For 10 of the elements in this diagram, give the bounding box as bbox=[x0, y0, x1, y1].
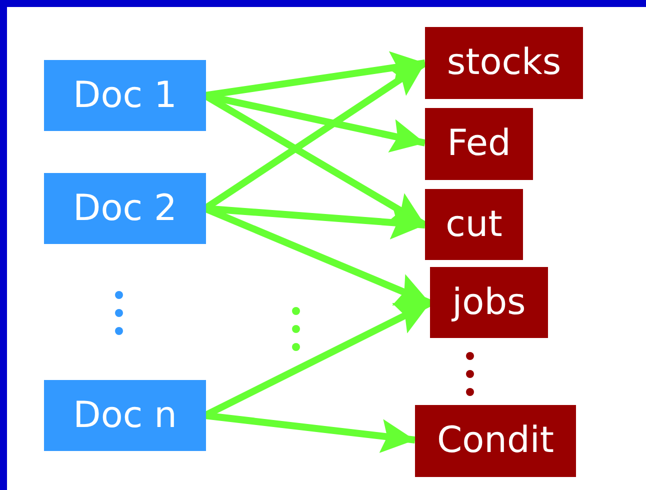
term-box: Condit bbox=[415, 405, 576, 477]
term-box: stocks bbox=[425, 27, 583, 99]
document-box: Doc n bbox=[44, 380, 206, 451]
document-box: Doc 1 bbox=[44, 60, 206, 131]
term-box: cut bbox=[425, 189, 523, 260]
arrow bbox=[204, 412, 416, 453]
term-box: Fed bbox=[425, 108, 533, 180]
term-box: jobs bbox=[430, 267, 548, 338]
document-box: Doc 2 bbox=[44, 173, 206, 244]
arrow bbox=[204, 51, 426, 99]
